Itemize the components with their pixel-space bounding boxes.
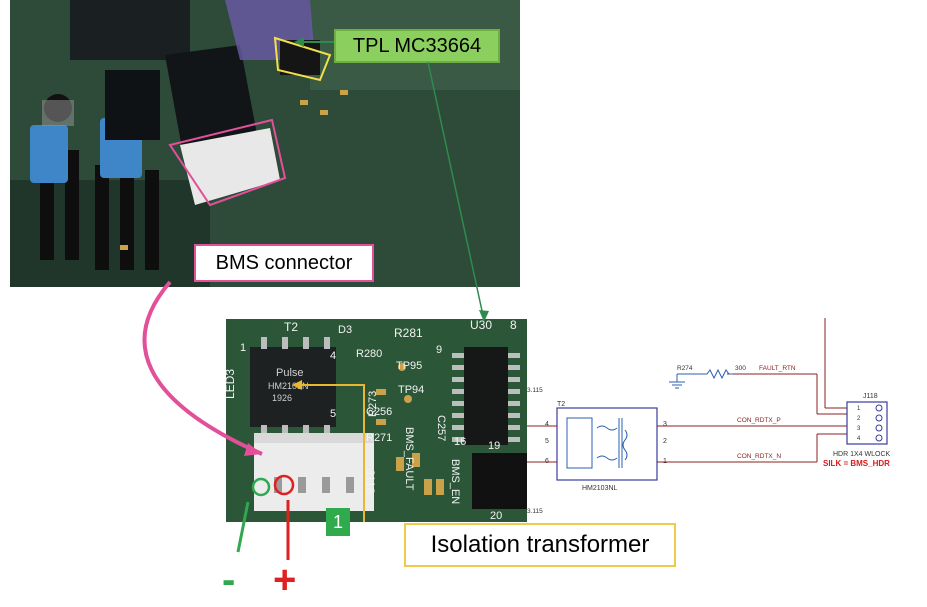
- r274-value: 300: [735, 365, 746, 372]
- polarity-marks: [236, 500, 290, 560]
- j118-pin3: 3: [857, 426, 861, 432]
- silk-16: 16: [454, 436, 466, 448]
- plus-sign: +: [273, 558, 297, 602]
- pin3-label: 3: [663, 421, 667, 428]
- xfmr-brand: Pulse: [276, 367, 304, 379]
- silk-tp95: TP95: [396, 360, 422, 372]
- isolation-callout-line: [296, 384, 365, 522]
- silk-r273: R273: [367, 391, 379, 417]
- pin1-badge: 1: [326, 508, 350, 536]
- isolation-transformer-photo: [250, 347, 336, 427]
- part-label: HM2103NL: [582, 485, 618, 492]
- j118-pin2: 2: [857, 416, 861, 422]
- pin4-label: 4: [545, 421, 549, 428]
- t2-label: T2: [557, 401, 565, 408]
- con-n-net: CON_RDTX_N: [737, 453, 781, 460]
- tpl-callout-text: TPL MC33664: [352, 34, 482, 57]
- silk-tp94: TP94: [398, 384, 424, 396]
- con-p-net: CON_RDTX_P: [737, 417, 781, 424]
- fault-rtn-net: FAULT_RTN: [759, 365, 796, 372]
- silk-c256: C256: [366, 406, 392, 418]
- bms-connector-callout-text: BMS connector: [215, 251, 353, 274]
- positive-pin-marker: [273, 474, 295, 496]
- silk-9: 9: [436, 344, 442, 356]
- silk-4: 4: [330, 350, 336, 362]
- jumper-blue-1: [30, 125, 68, 183]
- xfmr-date: 1926: [272, 393, 292, 403]
- j118-label: J118: [863, 393, 878, 400]
- silk-r271: R271: [366, 432, 392, 444]
- pin-headers: [40, 150, 159, 270]
- j118-pin4: 4: [857, 436, 861, 442]
- net-3115-b: 3.115: [527, 508, 543, 515]
- silk-u30: U30: [470, 319, 492, 332]
- tpl-highlight: [273, 36, 332, 82]
- silk-8: 8: [510, 319, 517, 332]
- board-photo-bottom: Pulse HM2103N 1926 T2 D3 R281: [226, 319, 527, 522]
- hdr-label: HDR 1X4 WLOCK: [833, 451, 891, 458]
- silk-1: 1: [240, 342, 246, 354]
- tpl-callout: TPL MC33664: [334, 29, 500, 63]
- silk-bms-en: BMS_EN: [449, 459, 461, 504]
- silk-c257: C257: [435, 415, 447, 441]
- ground-pin-marker: [251, 477, 271, 497]
- bms-highlight: [168, 118, 287, 207]
- tpl-callout-line: [427, 61, 485, 321]
- silk-t2: T2: [284, 320, 298, 334]
- silk-d3: D3: [338, 324, 352, 336]
- silk-19: 19: [488, 440, 500, 452]
- net-3115-a: 3.115: [527, 387, 543, 394]
- pin5-label: 5: [545, 438, 549, 445]
- silk-r280: R280: [356, 348, 382, 360]
- silk-j118: J118: [363, 469, 377, 494]
- ground-lead-line: [236, 501, 250, 553]
- minus-sign: -: [222, 558, 236, 602]
- isolation-transformer-callout-text: Isolation transformer: [430, 531, 650, 558]
- r274-label: R274: [677, 365, 693, 372]
- schematic: T2 HM2103NL 4 5 6 3 2 1 R274 300 FAULT_R…: [527, 318, 891, 515]
- xfmr-part: HM2103N: [268, 381, 309, 391]
- silk-label: SILK = BMS_HDR: [823, 459, 890, 468]
- isolation-transformer-callout: Isolation transformer: [404, 523, 676, 567]
- pin2-label: 2: [663, 438, 667, 445]
- bms-connector-photo: [180, 128, 280, 205]
- board-bottom-artwork: Pulse HM2103N 1926 T2 D3 R281: [226, 319, 527, 522]
- silk-20: 20: [490, 510, 502, 522]
- silk-r281: R281: [394, 326, 423, 340]
- chip-large: [70, 0, 190, 60]
- jumper-header-photo: [472, 453, 527, 509]
- pin1-badge-text: 1: [332, 511, 343, 532]
- bms-connector-callout: BMS connector: [194, 244, 374, 282]
- silk-5: 5: [330, 408, 336, 420]
- j118-connector-photo: [254, 441, 374, 511]
- silk-led3: LED3: [226, 369, 237, 399]
- j118-symbol: [846, 401, 888, 445]
- silk-bms-fault: BMS_FAULT: [403, 427, 415, 491]
- j118-pin1: 1: [857, 406, 861, 412]
- tpl-ic-photo: [464, 347, 508, 445]
- bms-callout-line: [142, 280, 263, 456]
- t2-block: [556, 407, 658, 481]
